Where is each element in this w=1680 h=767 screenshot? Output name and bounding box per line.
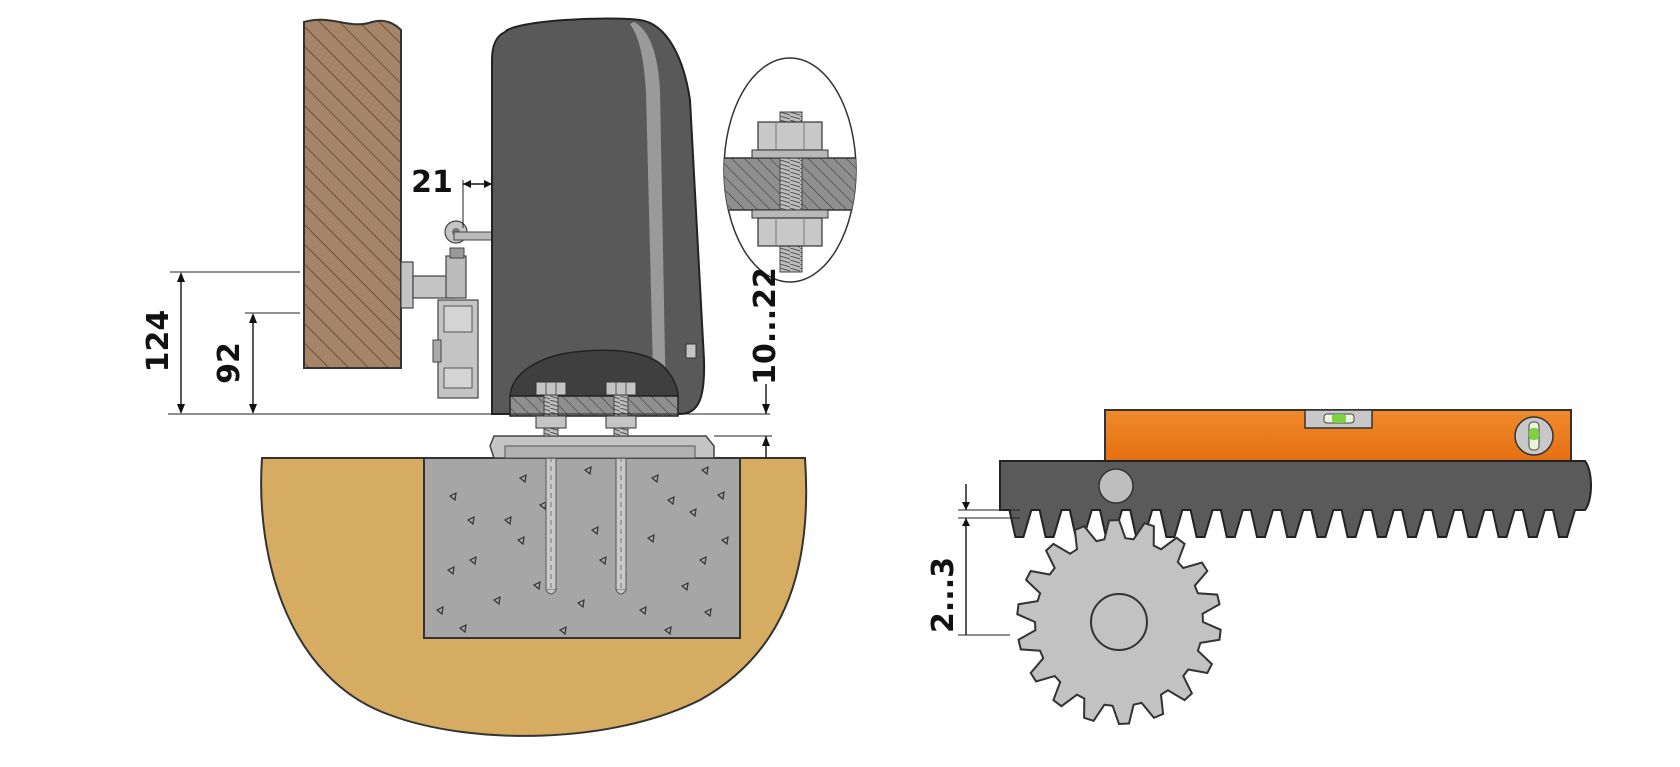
aggregate-stone xyxy=(688,507,697,518)
dimension-label-124: 124 xyxy=(141,310,176,373)
motor-highlight xyxy=(630,22,666,410)
motor-button xyxy=(685,343,697,359)
hex-nut-lower-icon xyxy=(751,209,829,247)
bolt-detail-callout xyxy=(723,57,857,283)
aggregate-stone xyxy=(680,581,689,592)
mounting-bracket xyxy=(400,220,495,399)
gear-rack xyxy=(999,460,1592,538)
dimension-label-92: 92 xyxy=(212,342,247,384)
aggregate-stone xyxy=(492,595,501,606)
gate-wall xyxy=(303,18,402,369)
gear-icon xyxy=(1016,518,1222,726)
dimension-label-10-22: 10...22 xyxy=(748,267,783,385)
aggregate-stone xyxy=(598,555,607,566)
aggregate-stone xyxy=(558,625,567,636)
dimension-lines-right xyxy=(958,484,1020,636)
aggregate-stone xyxy=(703,607,712,618)
rack-fixing-screw xyxy=(1098,468,1134,504)
aggregate-stone xyxy=(666,495,675,506)
motor-fixing-bolts xyxy=(535,381,637,437)
gate-motor xyxy=(491,17,706,437)
aggregate-stone xyxy=(518,473,527,484)
rack-body xyxy=(999,460,1592,538)
aggregate-stone xyxy=(468,555,477,566)
hex-nut-icon xyxy=(751,121,829,159)
aggregate-stone xyxy=(583,465,592,476)
aggregate-stone xyxy=(646,533,655,544)
aggregate-stone xyxy=(576,598,585,609)
aggregate-stone xyxy=(466,515,475,526)
aggregate-stone xyxy=(516,535,525,546)
aggregate-stone xyxy=(435,605,444,616)
aggregate-stone xyxy=(448,491,457,502)
ground-section xyxy=(260,429,808,737)
aggregate-stone xyxy=(650,473,659,484)
concrete-aggregate xyxy=(435,465,729,636)
dimension-label-21: 21 xyxy=(411,165,453,200)
spirit-level-icon xyxy=(1104,409,1572,463)
motor-base-section xyxy=(509,395,679,417)
dimension-label-2-3: 2...3 xyxy=(926,557,961,633)
aggregate-stone xyxy=(698,555,707,566)
dimension-lines-left xyxy=(168,180,772,458)
wall-wooden-post xyxy=(303,18,402,369)
aggregate-stone xyxy=(532,580,541,591)
aggregate-stone xyxy=(700,465,709,476)
aggregate-stone xyxy=(638,605,647,616)
concrete-foundation xyxy=(423,457,741,639)
aggregate-stone xyxy=(446,565,455,576)
pinion-hub xyxy=(1090,593,1148,651)
aggregate-stone xyxy=(663,625,672,636)
aggregate-stone xyxy=(503,515,512,526)
aggregate-stone xyxy=(720,535,729,546)
aggregate-stone xyxy=(716,490,725,501)
aggregate-stone xyxy=(458,623,467,634)
aggregate-stone xyxy=(590,525,599,536)
